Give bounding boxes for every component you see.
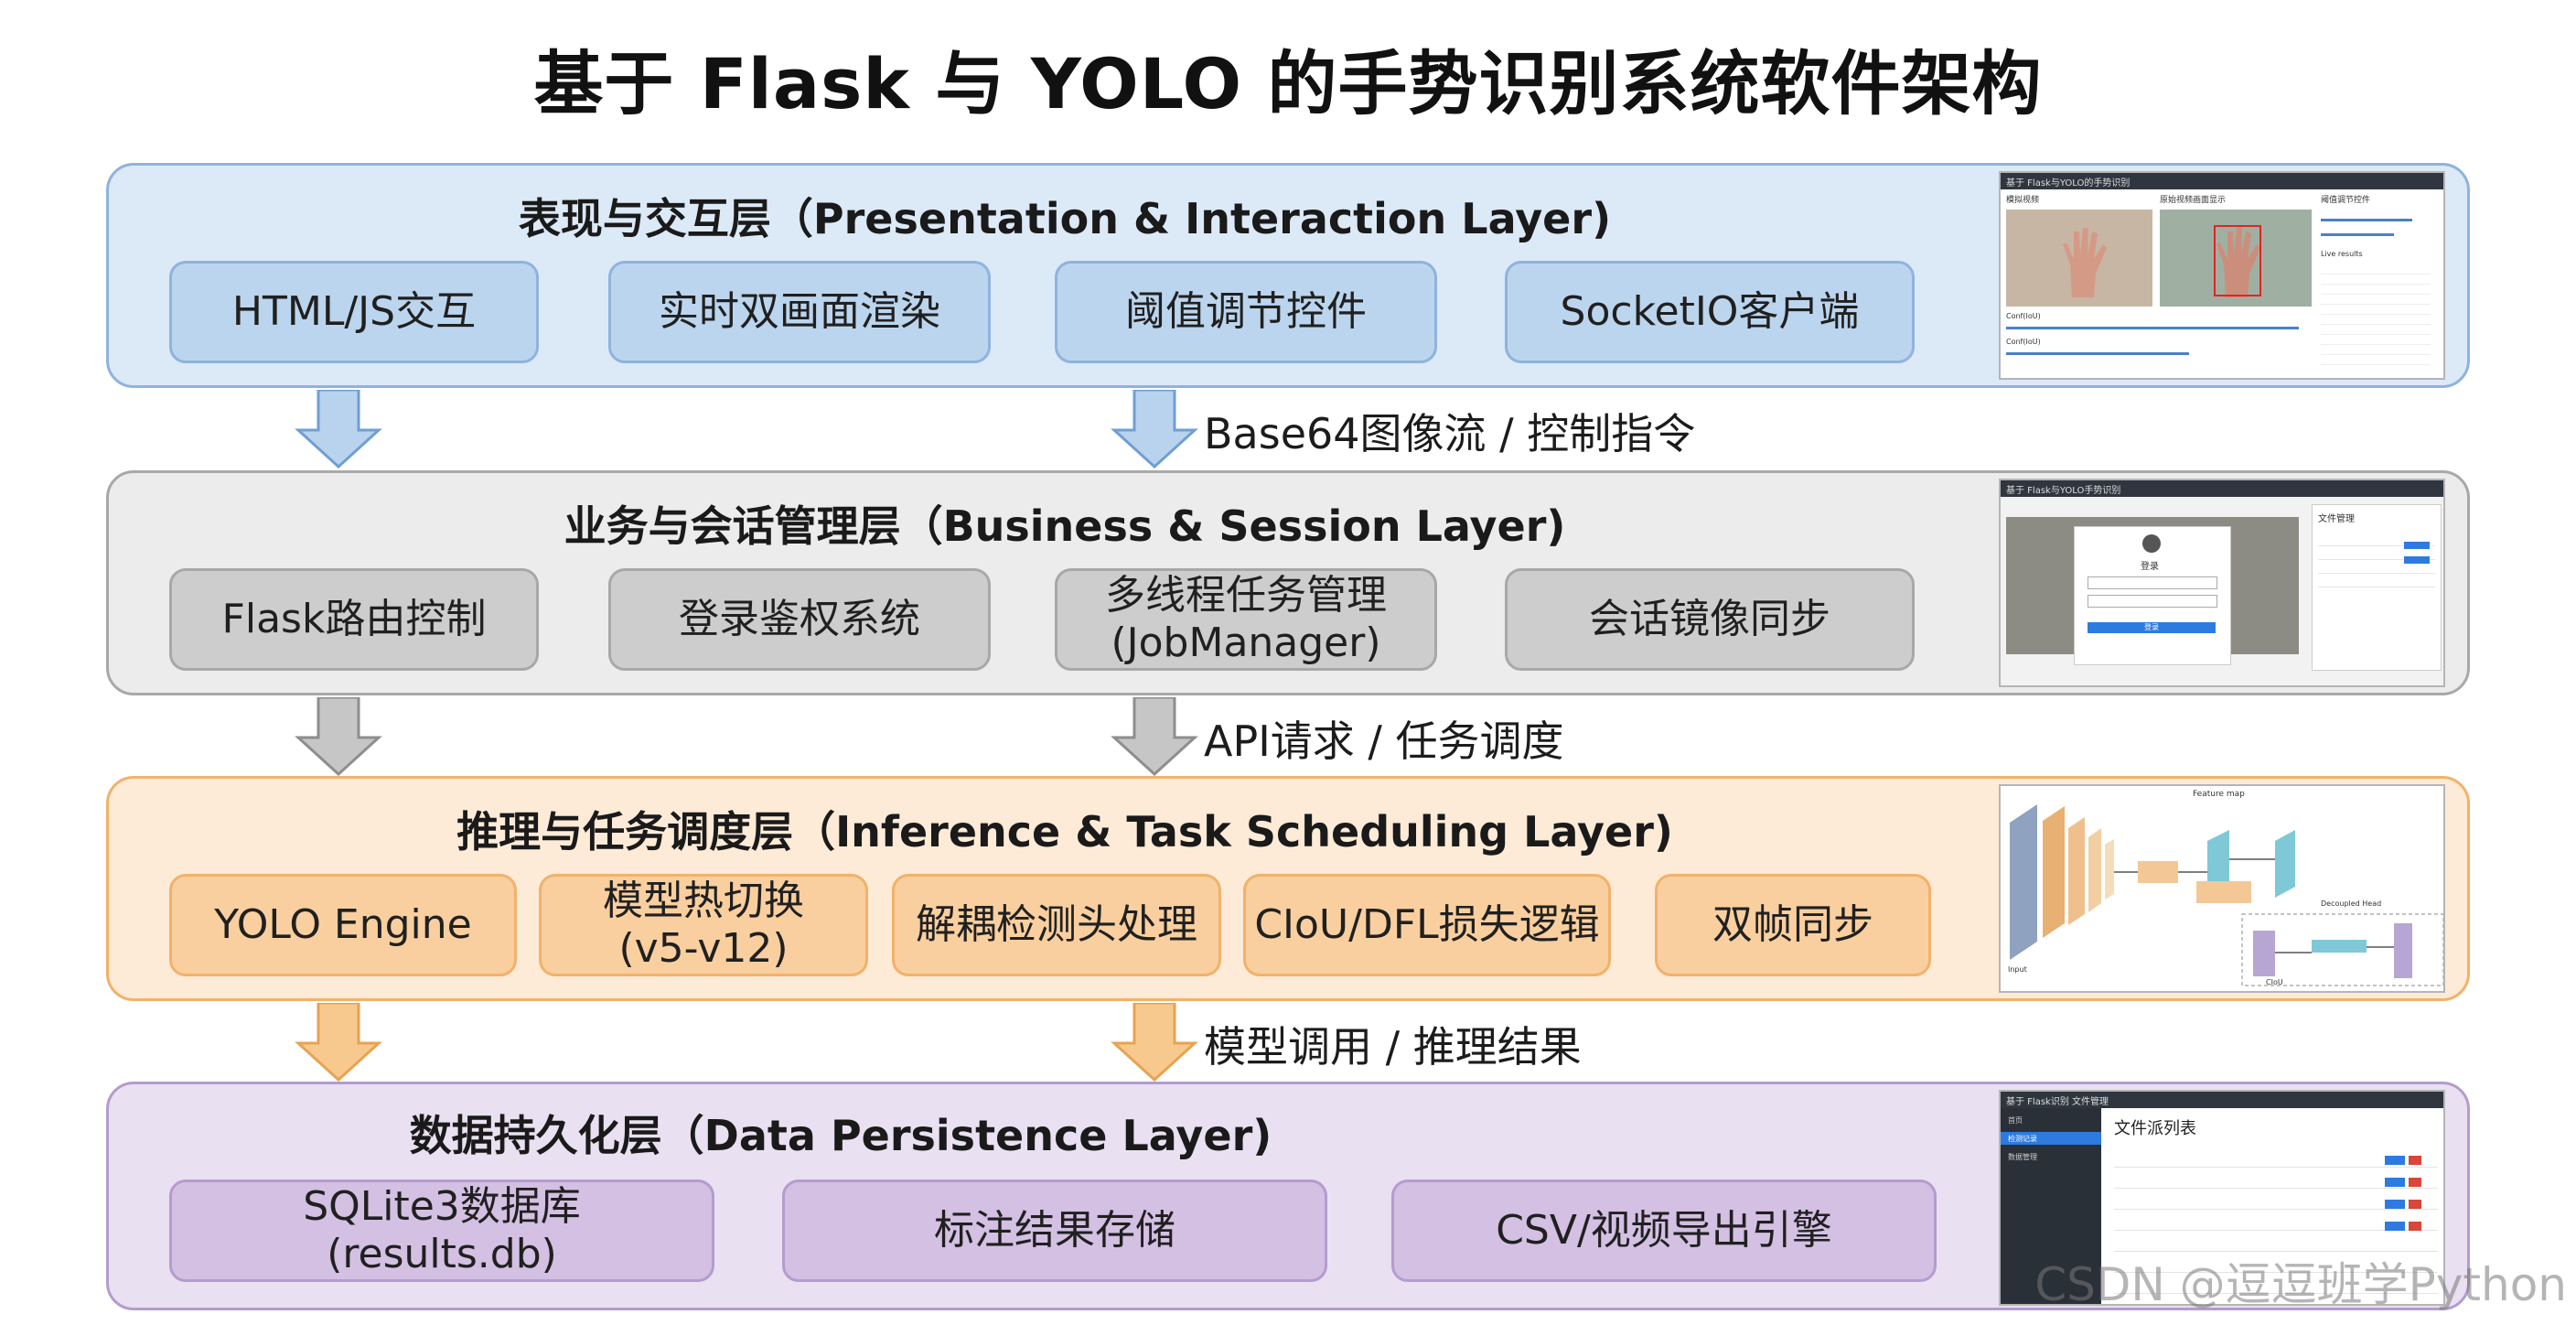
thumb-label: 首页 (2008, 1116, 2023, 1125)
module-csv-video-export: CSV/视频导出引擎 (1391, 1180, 1937, 1282)
ui-screenshot-thumbnail: 基于 Flask识别 文件管理 首页 检测记录 数据管理 文件派列表 (1999, 1090, 2445, 1306)
thumb-label: CIoU (2266, 978, 2283, 986)
module-decoupled-head: 解耦检测头处理 (892, 874, 1221, 976)
thumb-label: Conf(IoU) (2006, 312, 2041, 320)
watermark: CSDN @逗逗班学Python (2034, 1258, 2567, 1311)
network-diagram (2010, 804, 2443, 986)
down-arrow (295, 697, 382, 776)
module-session-mirror: 会话镜像同步 (1505, 568, 1915, 671)
module-socketio-client: SocketIO客户端 (1505, 261, 1915, 363)
network-diagram-thumbnail: Feature map CIoU Decoupled Head Input (1999, 784, 2445, 993)
thumb-label: Conf(IoU) (2006, 338, 2041, 346)
thumb-label: 登录 (2141, 562, 2159, 572)
hand-icon (2063, 228, 2107, 297)
down-arrow (295, 1003, 382, 1082)
module-sqlite-db: SQLite3数据库 (results.db) (169, 1180, 714, 1282)
down-arrow (1111, 1003, 1198, 1082)
thumb-label: Input (2008, 965, 2027, 974)
module-flask-routing: Flask路由控制 (169, 568, 539, 671)
thumb-label: 检测记录 (2008, 1135, 2037, 1143)
module-html-js: HTML/JS交互 (169, 261, 539, 363)
ui-screenshot-thumbnail: 基于 Flask与YOLO手势识别 登录 登录 文件管理 (1999, 479, 2445, 687)
layer-title: 表现与交互层（Presentation & Interaction Layer) (518, 194, 1612, 243)
page-title: 基于 Flask 与 YOLO 的手势识别系统软件架构 (533, 43, 2043, 124)
thumb-label: 数据管理 (2008, 1153, 2037, 1161)
thumb-label: Feature map (2193, 790, 2245, 799)
module-annotation-storage: 标注结果存储 (782, 1180, 1327, 1282)
layer-title: 推理与任务调度层（Inference & Task Scheduling Lay… (456, 807, 1673, 856)
layer-title: 数据持久化层（Data Persistence Layer) (409, 1111, 1272, 1160)
inference-layer: 推理与任务调度层（Inference & Task Scheduling Lay… (106, 776, 2470, 1001)
thumb-label: Live results (2321, 250, 2363, 258)
module-model-hot-swap: 模型热切换 (v5-v12) (539, 874, 868, 976)
module-dual-frame-sync: 双帧同步 (1655, 874, 1931, 976)
module-dual-render: 实时双画面渲染 (608, 261, 991, 363)
arrow-label: Base64图像流 / 控制指令 (1204, 409, 1696, 458)
thumb-heading: 文件派列表 (2114, 1119, 2196, 1138)
thumb-label: 阈值调节控件 (2321, 196, 2371, 205)
thumb-header: 基于 Flask与YOLO的手势识别 (2006, 178, 2131, 189)
business-layer: 业务与会话管理层（Business & Session Layer) Flask… (106, 470, 2470, 695)
down-arrow (295, 390, 382, 469)
thumb-label: 模拟视频 (2006, 196, 2040, 205)
thumb-header: 基于 Flask与YOLO手势识别 (2006, 486, 2121, 496)
module-job-manager: 多线程任务管理 (JobManager) (1055, 568, 1437, 671)
down-arrow (1111, 697, 1198, 776)
hand-icon (2214, 225, 2261, 297)
ui-screenshot-thumbnail: 基于 Flask与YOLO的手势识别 模拟视频 原始视频画面显示 阈值调节控件 … (1999, 171, 2445, 380)
thumb-label: 登录 (2144, 623, 2159, 631)
arrow-label: API请求 / 任务调度 (1204, 716, 1564, 766)
arrow-label: 模型调用 / 推理结果 (1204, 1022, 1582, 1072)
thumb-label: 原始视频画面显示 (2160, 196, 2227, 205)
persistence-layer: 数据持久化层（Data Persistence Layer) SQLite3数据… (106, 1082, 2470, 1310)
thumb-header: 基于 Flask识别 文件管理 (2006, 1097, 2109, 1107)
module-threshold-control: 阈值调节控件 (1055, 261, 1437, 363)
thumb-label: Decoupled Head (2321, 899, 2382, 908)
thumb-label: 文件管理 (2318, 514, 2355, 524)
avatar-icon (2142, 534, 2161, 553)
presentation-layer: 表现与交互层（Presentation & Interaction Layer)… (106, 163, 2470, 388)
module-login-auth: 登录鉴权系统 (608, 568, 991, 671)
layer-title: 业务与会话管理层（Business & Session Layer) (564, 501, 1566, 551)
module-ciou-dfl-loss: CIoU/DFL损失逻辑 (1243, 874, 1611, 976)
down-arrow (1111, 390, 1198, 469)
module-yolo-engine: YOLO Engine (169, 874, 517, 976)
